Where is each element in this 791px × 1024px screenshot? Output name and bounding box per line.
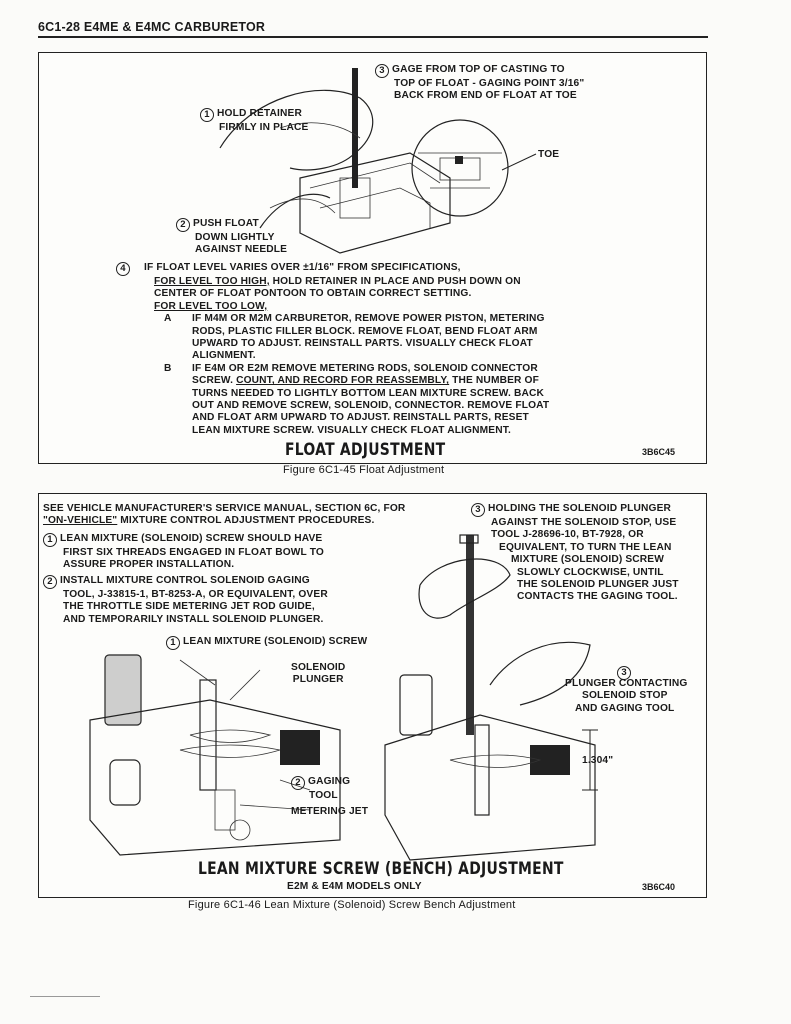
float-adjustment-illustration bbox=[219, 68, 509, 254]
step-number-1: 1 bbox=[43, 533, 57, 547]
step-3-line3: TOOL J-28696-10, BT-7928, OR bbox=[491, 529, 644, 541]
solenoid-plunger-label: SOLENOID PLUNGER bbox=[291, 662, 345, 687]
callout-1-line1: HOLD RETAINER bbox=[217, 108, 302, 119]
item-a-line2: RODS, PLASTIC FILLER BLOCK. REMOVE FLOAT… bbox=[192, 325, 538, 337]
item-b-line2-pre: SCREW. bbox=[192, 375, 237, 387]
item-b-line4: OUT AND REMOVE SCREW, SOLENOID, CONNECTO… bbox=[192, 400, 550, 412]
item-b-letter: B bbox=[164, 362, 172, 374]
callout-number-1: 1 bbox=[200, 108, 214, 122]
intro-line1: SEE VEHICLE MANUFACTURER'S SERVICE MANUA… bbox=[43, 503, 406, 514]
callout-number-4: 4 bbox=[116, 262, 130, 276]
step-2-line2: TOOL, J-33815-1, BT-8253-A, OR EQUIVALEN… bbox=[63, 589, 328, 600]
step-3-line8: CONTACTS THE GAGING TOOL. bbox=[517, 591, 678, 603]
plunger-contacting-line1: PLUNGER CONTACTING bbox=[565, 678, 688, 689]
step-3-line4: EQUIVALENT, TO TURN THE LEAN bbox=[499, 541, 672, 553]
step-number-2: 2 bbox=[43, 575, 57, 589]
item-b-line2-post: THE NUMBER OF bbox=[449, 375, 539, 387]
callout-number-3: 3 bbox=[375, 64, 389, 78]
item-b-line3: TURNS NEEDED TO LIGHTLY BOTTOM LEAN MIXT… bbox=[192, 387, 545, 399]
carburetor-left-illustration bbox=[89, 654, 341, 856]
step-3-line6: SLOWLY CLOCKWISE, UNTIL bbox=[517, 566, 664, 578]
callout-number-2-diagram: 2 bbox=[291, 776, 305, 790]
lean-mixture-screw-text: LEAN MIXTURE (SOLENOID) SCREW bbox=[183, 636, 368, 647]
item-b-line5: AND FLOAT ARM UPWARD TO ADJUST. REINSTAL… bbox=[192, 412, 529, 424]
dimension-label: 1.304" bbox=[582, 755, 614, 766]
plunger-contacting-line3: AND GAGING TOOL bbox=[575, 702, 675, 714]
intro-on-vehicle: "ON-VEHICLE" bbox=[43, 515, 118, 527]
lean-mixture-title: LEAN MIXTURE SCREW (BENCH) ADJUSTMENT bbox=[198, 859, 564, 879]
intro-text: SEE VEHICLE MANUFACTURER'S SERVICE MANUA… bbox=[43, 503, 405, 528]
too-high-text: HOLD RETAINER IN PLACE AND PUSH DOWN ON bbox=[269, 276, 521, 287]
step-4-text: 4 IF FLOAT LEVEL VARIES OVER ±1/16" FROM … bbox=[116, 262, 596, 437]
solenoid-plunger-line2: PLUNGER bbox=[292, 674, 344, 686]
callout-3-diagram: 3 bbox=[617, 661, 634, 680]
step-1-line3: ASSURE PROPER INSTALLATION. bbox=[63, 559, 235, 571]
figure-6c1-46-caption: Figure 6C1-46 Lean Mixture (Solenoid) Sc… bbox=[188, 899, 516, 911]
gaging-tool-line2: TOOL bbox=[309, 790, 338, 801]
figure-6c1-45-caption: Figure 6C1-45 Float Adjustment bbox=[283, 464, 445, 476]
gaging-tool-line1: GAGING bbox=[308, 776, 351, 787]
float-adjustment-code: 3B6C45 bbox=[642, 447, 676, 457]
callout-number-2: 2 bbox=[176, 218, 190, 232]
lean-mixture-code: 3B6C40 bbox=[642, 882, 676, 892]
step-3-line7: THE SOLENOID PLUNGER JUST bbox=[517, 579, 679, 591]
step-2-line4: AND TEMPORARILY INSTALL SOLENOID PLUNGER… bbox=[63, 613, 324, 625]
too-high-line2: CENTER OF FLOAT PONTOON TO OBTAIN CORREC… bbox=[154, 288, 472, 300]
float-adjustment-title: FLOAT ADJUSTMENT bbox=[285, 440, 446, 460]
item-a-line4: ALIGNMENT. bbox=[192, 350, 256, 362]
item-a-line3: UPWARD TO ADJUST. REINSTALL PARTS. VISUA… bbox=[192, 338, 533, 350]
item-b-line6: LEAN MIXTURE SCREW. VISUALLY CHECK FLOAT… bbox=[192, 424, 511, 436]
page-header: 6C1-28 E4ME & E4MC CARBURETOR bbox=[38, 20, 266, 34]
callout-number-1-diagram: 1 bbox=[166, 636, 180, 650]
callout-3-line2: TOP OF FLOAT - GAGING POINT 3/16" bbox=[394, 78, 585, 89]
lean-mixture-subtitle: E2M & E4M MODELS ONLY bbox=[287, 881, 422, 892]
toe-label: TOE bbox=[538, 149, 560, 160]
item-b-line2-underlined: COUNT, AND RECORD FOR REASSEMBLY, bbox=[236, 375, 450, 387]
metering-jet-label: METERING JET bbox=[291, 806, 369, 817]
callout-3-line3: BACK FROM END OF FLOAT AT TOE bbox=[394, 90, 577, 102]
callout-number-3-diagram: 3 bbox=[617, 666, 631, 680]
callout-1-line2: FIRMLY IN PLACE bbox=[219, 122, 309, 133]
plunger-contacting-label: PLUNGER CONTACTING SOLENOID STOP AND GAG… bbox=[565, 678, 688, 715]
callout-3-line1: GAGE FROM TOP OF CASTING TO bbox=[392, 64, 565, 75]
step-1-line2: FIRST SIX THREADS ENGAGED IN FLOAT BOWL … bbox=[63, 547, 324, 558]
callout-2-line1: PUSH FLOAT bbox=[193, 218, 259, 229]
item-a-letter: A bbox=[164, 313, 172, 325]
callout-2-line3: AGAINST NEEDLE bbox=[195, 244, 288, 256]
toe-leader-line bbox=[501, 153, 537, 171]
step-3-line5: MIXTURE (SOLENOID) SCREW bbox=[511, 554, 665, 566]
step-3-line1: HOLDING THE SOLENOID PLUNGER bbox=[488, 503, 672, 514]
step-number-3: 3 bbox=[471, 503, 485, 517]
carburetor-right-illustration bbox=[384, 534, 598, 861]
intro-line2: MIXTURE CONTROL ADJUSTMENT PROCEDURES. bbox=[117, 515, 375, 527]
item-a-line1: IF M4M OR M2M CARBURETOR, REMOVE POWER P… bbox=[192, 313, 545, 325]
step-2-line3: THE THROTTLE SIDE METERING JET ROD GUIDE… bbox=[63, 601, 315, 613]
item-b-line1: IF E4M OR E2M REMOVE METERING RODS, SOLE… bbox=[192, 362, 538, 374]
step-3-line2: AGAINST THE SOLENOID STOP, USE bbox=[491, 517, 677, 528]
too-high-label: FOR LEVEL TOO HIGH, bbox=[154, 276, 270, 287]
header-rule bbox=[38, 36, 708, 38]
step-1-line1: LEAN MIXTURE (SOLENOID) SCREW SHOULD HAV… bbox=[60, 533, 323, 544]
step-4-line1: IF FLOAT LEVEL VARIES OVER ±1/16" FROM S… bbox=[144, 262, 461, 273]
solenoid-plunger-line1: SOLENOID bbox=[291, 662, 346, 673]
plunger-contacting-line2: SOLENOID STOP bbox=[582, 690, 668, 702]
too-low-label: FOR LEVEL TOO LOW, bbox=[154, 300, 268, 312]
step-2-line1: INSTALL MIXTURE CONTROL SOLENOID GAGING bbox=[60, 575, 310, 586]
callout-2-line2: DOWN LIGHTLY bbox=[195, 232, 275, 243]
footer-rule bbox=[30, 996, 100, 997]
